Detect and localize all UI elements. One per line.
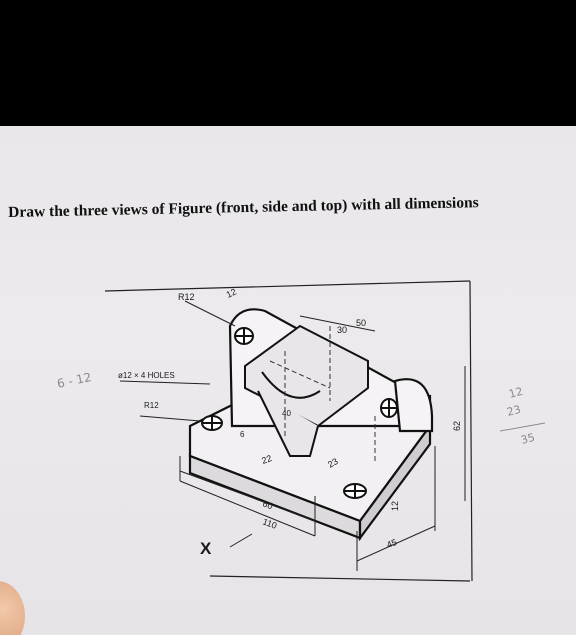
label-holes: ø12 × 4 HOLES <box>118 371 175 380</box>
label-6: 6 <box>240 430 245 439</box>
handwritten-right-top: 12 <box>507 385 524 401</box>
center-block <box>244 324 369 457</box>
label-30: 30 <box>337 325 347 335</box>
label-45: 45 <box>385 537 398 550</box>
label-r12-left: R12 <box>144 401 159 410</box>
holes <box>201 327 398 499</box>
label-12-bottom: 12 <box>390 501 400 511</box>
handwritten-right-mid: 23 <box>505 403 522 419</box>
paper-sheet: Draw the three views of Figure (front, s… <box>0 126 576 635</box>
isometric-drawing: R12 12 50 30 ø12 × 4 HOLES R12 40 6 22 2… <box>56 280 546 582</box>
handwritten-right-bottom: 35 <box>519 431 536 447</box>
frame-lines <box>104 280 473 582</box>
label-22: 22 <box>260 453 273 466</box>
label-50: 50 <box>356 318 366 328</box>
label-40: 40 <box>282 409 291 418</box>
label-12-top: 12 <box>225 287 238 300</box>
label-x-marker: X <box>200 539 212 558</box>
label-110: 110 <box>261 516 278 530</box>
label-r12-top: R12 <box>178 292 195 302</box>
label-60: 60 <box>261 498 274 511</box>
dimension-lines <box>119 300 466 571</box>
label-62: 62 <box>452 421 462 431</box>
handwritten-fraction-line <box>499 422 546 432</box>
hidden-lines <box>269 326 376 461</box>
label-23: 23 <box>326 456 340 470</box>
handwritten-left-note: 6 - 12 <box>56 370 93 391</box>
top-black-band <box>0 0 576 128</box>
